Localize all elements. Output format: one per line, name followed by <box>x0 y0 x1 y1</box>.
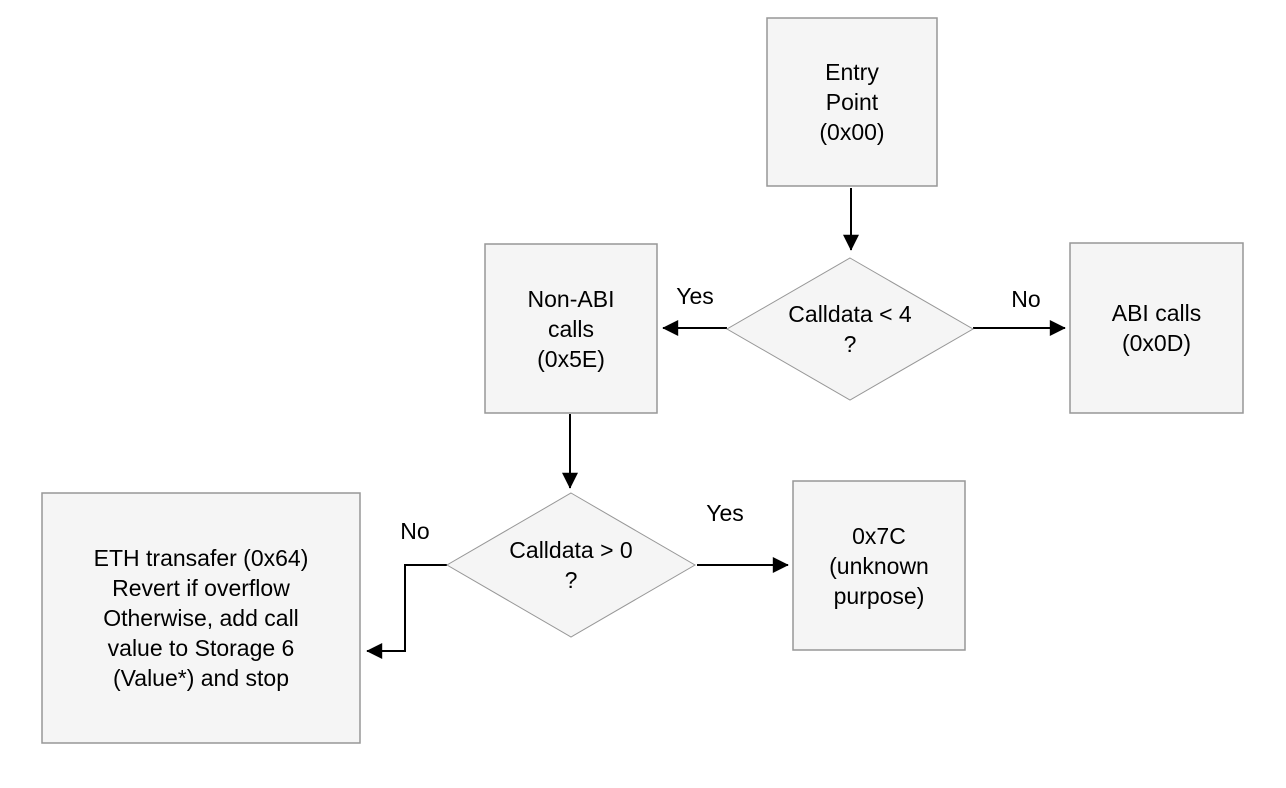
node-entry-point <box>766 17 938 187</box>
node-calldata-lt-4-decision <box>725 257 975 401</box>
node-eth-transfer <box>41 492 361 744</box>
node-abi-calls <box>1069 242 1244 414</box>
edge-gt0-no-to-eth-transfer <box>366 564 447 659</box>
node-0x7c-unknown <box>792 480 966 651</box>
node-calldata-gt-0-decision <box>446 492 696 638</box>
node-non-abi-calls <box>484 243 658 414</box>
